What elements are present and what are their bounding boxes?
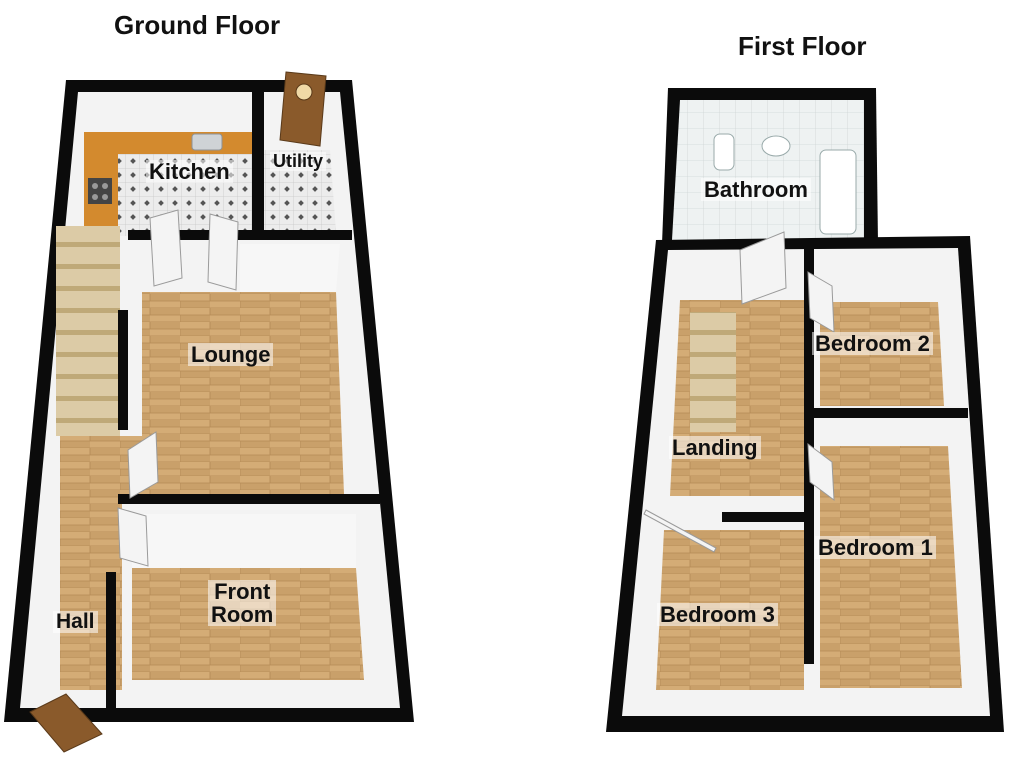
bathroom-door — [739, 231, 787, 305]
toilet-icon — [713, 133, 735, 171]
front-room-label-line2: Room — [211, 602, 274, 628]
hob-icon — [88, 178, 112, 204]
lounge-label: Lounge — [188, 343, 274, 366]
bedroom1-floor — [820, 446, 962, 688]
bedroom3-label: Bedroom 3 — [657, 603, 778, 626]
utility-label: Utility — [270, 152, 327, 171]
bathroom-label: Bathroom — [701, 178, 811, 201]
hall-front-wall — [106, 572, 116, 722]
bedroom1-door — [807, 442, 835, 502]
utility-divider-wall — [252, 86, 264, 236]
hall-lounge-door — [127, 431, 159, 499]
lounge-floor — [142, 292, 344, 494]
lounge-wall-face — [240, 244, 340, 292]
front-door-utility — [279, 71, 327, 147]
bedroom1-label: Bedroom 1 — [815, 536, 936, 559]
stairs — [56, 226, 120, 436]
kitchen-lounge-wall — [128, 230, 352, 240]
front-room-door — [117, 507, 149, 567]
bedroom3-wall — [722, 512, 810, 522]
front-room-label: Front Room — [208, 579, 277, 628]
bedroom3-door — [643, 509, 717, 553]
landing-stairs — [690, 312, 736, 432]
lounge-door — [149, 209, 183, 287]
front-room-wall-face — [132, 514, 356, 568]
sink-icon — [191, 133, 223, 151]
hall-label: Hall — [53, 610, 98, 634]
kitchen-label: Kitchen — [146, 160, 233, 183]
ground-floor-title: Ground Floor — [114, 10, 281, 40]
front-door-main — [29, 693, 103, 753]
ground-floor-plan — [4, 71, 414, 753]
stair-wall — [118, 310, 128, 430]
lounge-door-2 — [207, 213, 239, 291]
bedroom2-bedroom1-wall — [810, 408, 968, 418]
first-floor-title: First Floor — [738, 31, 867, 61]
basin-icon — [761, 135, 791, 157]
bath-icon — [819, 149, 857, 235]
lounge-front-wall — [118, 494, 380, 504]
landing-label: Landing — [669, 436, 761, 459]
kitchen-worktop — [84, 132, 252, 232]
bedroom2-label: Bedroom 2 — [812, 332, 933, 355]
front-room-label-line1: Front — [214, 579, 271, 604]
